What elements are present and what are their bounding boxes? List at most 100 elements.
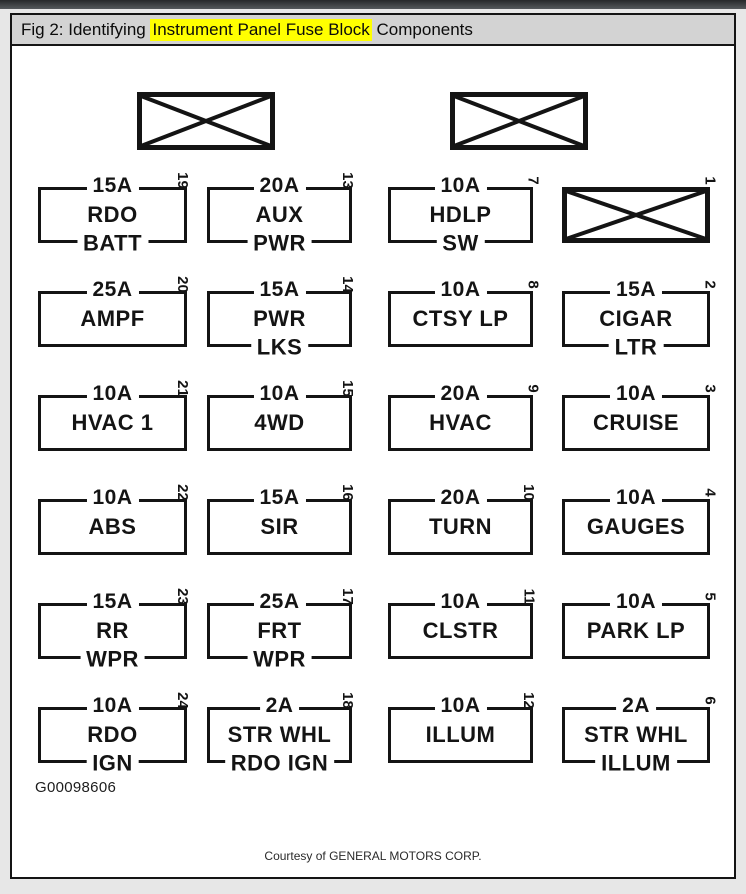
fuse-amperage: 10A: [434, 174, 487, 199]
fuse-label-2: IGN: [86, 750, 139, 777]
fuse-amperage: 25A: [86, 278, 139, 303]
fuse-position-number: 3: [701, 384, 719, 393]
figure-title-prefix: Fig 2: Identifying: [21, 20, 151, 39]
fuse-box: 10A CRUISE: [562, 382, 710, 451]
window-top-bar: [0, 0, 746, 9]
fuse-label-2: BATT: [76, 230, 149, 257]
fuse-box: 10A HDLP SW: [388, 174, 533, 257]
fuse-label: STR WHL: [227, 722, 332, 747]
fuse-amperage: 15A: [253, 278, 306, 303]
fuse-box: 10A CLSTR: [388, 590, 533, 659]
fuse-box: 10A HVAC 1: [38, 382, 187, 451]
fuse-item: 11 10A CLSTR: [388, 589, 538, 659]
fuse-label: CRUISE: [592, 410, 680, 435]
fuse-label: 4WD: [254, 410, 305, 435]
fuse-box: 2A STR WHL RDO IGN: [207, 694, 352, 777]
figure-canvas: 19 15A RDO BATT 13 20A AUX PWR 7 10A HDL…: [12, 46, 734, 875]
figure-title-bar: Fig 2: Identifying Instrument Panel Fuse…: [12, 15, 734, 46]
fuse-label-2: PWR: [247, 230, 312, 257]
fuse-amperage: 2A: [259, 694, 300, 719]
fuse-item: 8 10A CTSY LP: [388, 278, 541, 347]
fuse-label: GAUGES: [586, 514, 686, 539]
fuse-label-2: LTR: [608, 334, 664, 361]
fuse-amperage: 10A: [609, 382, 663, 407]
fuse-amperage: 15A: [609, 278, 663, 303]
crossed-fuse-box: [562, 187, 710, 243]
fuse-amperage: 25A: [253, 590, 306, 615]
fuse-label: AUX: [255, 202, 304, 227]
fuse-box: 20A AUX PWR: [207, 174, 352, 257]
fuse-amperage: 20A: [434, 486, 487, 511]
fuse-box: 15A RDO BATT: [38, 174, 187, 257]
fuse-amperage: 15A: [253, 486, 306, 511]
fuse-item: 10 20A TURN: [388, 484, 537, 555]
fuse-position-number: 4: [701, 488, 719, 497]
fuse-label: RDO: [87, 722, 138, 747]
fuse-label: PWR: [253, 306, 306, 331]
crossed-connector-box: [137, 92, 275, 150]
fuse-box: 10A CTSY LP: [388, 278, 533, 347]
fuse-item: 9 20A HVAC: [388, 382, 541, 451]
fuse-amperage: 10A: [434, 590, 487, 615]
fuse-position-number: 9: [524, 384, 542, 393]
figure-title-highlight: Instrument Panel Fuse Block: [150, 19, 372, 41]
figure-code: G00098606: [35, 779, 117, 796]
crossed-box-icon: [137, 92, 275, 150]
fuse-item: 7 10A HDLP SW: [388, 174, 541, 257]
fuse-amperage: 10A: [253, 382, 306, 407]
fuse-label: SIR: [260, 514, 299, 539]
figure-panel: Fig 2: Identifying Instrument Panel Fuse…: [10, 13, 736, 879]
fuse-position-number: 8: [524, 280, 542, 289]
fuse-amperage: 15A: [86, 590, 139, 615]
fuse-box: 15A SIR: [207, 486, 352, 555]
fuse-item: 6 2A STR WHL ILLUM: [562, 694, 718, 777]
fuse-label: CIGAR: [599, 306, 673, 331]
fuse-box: 15A CIGAR LTR: [562, 278, 710, 361]
fuse-amperage: 10A: [86, 382, 139, 407]
fuse-item: 15 10A 4WD: [207, 380, 356, 451]
fuse-item: 16 15A SIR: [207, 484, 356, 555]
fuse-label: HVAC: [429, 410, 492, 435]
fuse-label: ABS: [88, 514, 137, 539]
fuse-label-2: WPR: [80, 646, 145, 673]
fuse-item: 13 20A AUX PWR: [207, 172, 356, 257]
fuse-amperage: 15A: [86, 174, 139, 199]
fuse-amperage: 20A: [434, 382, 487, 407]
fuse-amperage: 10A: [86, 486, 139, 511]
fuse-label: PARK LP: [586, 618, 686, 643]
fuse-box: 10A ABS: [38, 486, 187, 555]
fuse-position-number: 6: [701, 696, 719, 705]
fuse-label-2: ILLUM: [595, 750, 677, 777]
fuse-label: HDLP: [429, 202, 492, 227]
fuse-label: CLSTR: [422, 618, 499, 643]
crossed-box-icon: [562, 187, 710, 243]
crossed-connector-box: [450, 92, 588, 150]
crossed-box-icon: [450, 92, 588, 150]
fuse-label-2: SW: [436, 230, 485, 257]
fuse-label-2: LKS: [250, 334, 309, 361]
fuse-item: 23 15A RR WPR: [38, 588, 191, 673]
fuse-position-number: 5: [701, 592, 719, 601]
fuse-label: RR: [96, 618, 129, 643]
fuse-item: 19 15A RDO BATT: [38, 172, 191, 257]
fuse-item: 4 10A GAUGES: [562, 486, 718, 555]
fuse-item: 5 10A PARK LP: [562, 590, 718, 659]
fuse-box: 10A GAUGES: [562, 486, 710, 555]
fuse-label: CTSY LP: [412, 306, 509, 331]
fuse-label: STR WHL: [584, 722, 688, 747]
fuse-item: 1: [562, 176, 718, 243]
fuse-label: ILLUM: [425, 722, 496, 747]
fuse-item: 18 2A STR WHL RDO IGN: [207, 692, 356, 777]
fuse-box: 25A AMPF: [38, 278, 187, 347]
fuse-box: 15A RR WPR: [38, 590, 187, 673]
fuse-box: 2A STR WHL ILLUM: [562, 694, 710, 777]
fuse-position-number: 7: [524, 176, 542, 185]
fuse-amperage: 10A: [86, 694, 139, 719]
figure-title-suffix: Components: [371, 20, 473, 39]
fuse-item: 24 10A RDO IGN: [38, 692, 191, 777]
fuse-amperage: 10A: [609, 486, 663, 511]
fuse-amperage: 20A: [253, 174, 306, 199]
fuse-box: 10A PARK LP: [562, 590, 710, 659]
fuse-box: 20A TURN: [388, 486, 533, 555]
fuse-label: RDO: [87, 202, 138, 227]
